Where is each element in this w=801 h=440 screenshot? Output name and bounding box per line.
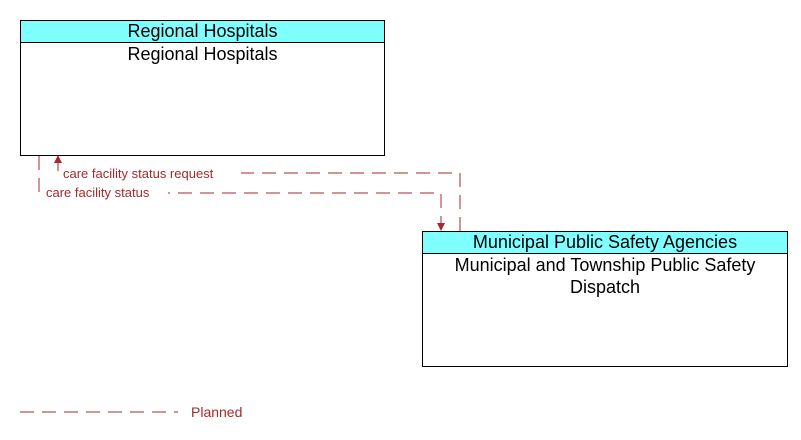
regional-hospitals-header: Regional Hospitals — [21, 21, 384, 43]
label-bg — [61, 165, 241, 180]
arrowhead-down-icon — [437, 223, 445, 231]
flow-line-request — [57, 159, 461, 231]
flow-care-facility-status-request[interactable]: care facility status request — [54, 155, 461, 231]
municipal-psa-header: Municipal Public Safety Agencies — [423, 232, 787, 254]
legend-planned-label: Planned — [191, 404, 242, 420]
municipal-psa-body: Municipal and Township Public Safety Dis… — [454, 255, 756, 297]
flow-care-facility-status[interactable]: care facility status — [38, 156, 445, 231]
flow-label-request: care facility status request — [63, 166, 214, 181]
regional-hospitals-body: Regional Hospitals — [127, 44, 278, 64]
label-bg — [44, 185, 168, 200]
legend: Planned — [20, 404, 242, 420]
municipal-psa-node[interactable]: Municipal Public Safety Agencies Municip… — [422, 231, 788, 367]
flow-label-status: care facility status — [46, 185, 150, 200]
regional-hospitals-node[interactable]: Regional Hospitals Regional Hospitals — [20, 20, 385, 156]
arrowhead-up-icon — [54, 155, 62, 163]
